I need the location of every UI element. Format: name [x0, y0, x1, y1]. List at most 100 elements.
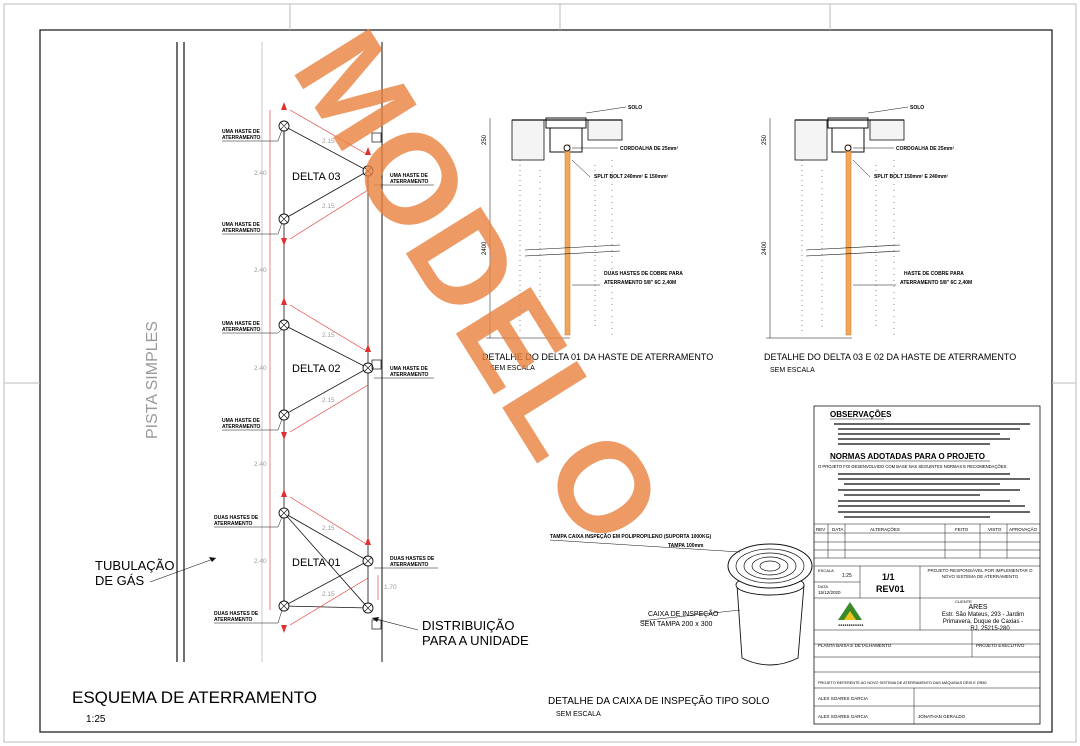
- d1-split-bolt: SPLIT BOLT 240mm² E 150mm²: [594, 174, 668, 180]
- cliente-label: CLIENTE: [955, 599, 972, 604]
- dimension-marks: [269, 109, 379, 626]
- d1-cordoalha: CORDOALHA DE 25mm²: [620, 146, 678, 152]
- rod-label-h1: UMA HASTE DE: [390, 366, 429, 372]
- dim-215-c: 2.15: [322, 332, 335, 339]
- gas-pipe-label-1: TUBULAÇÃO: [95, 558, 174, 573]
- delta-02-label: DELTA 02: [292, 363, 341, 375]
- rod-label-i2: ATERRAMENTO: [390, 562, 429, 568]
- d2-cordoalha: CORDOALHA DE 25mm²: [896, 146, 954, 152]
- rod-label-f1: DUAS HASTES DE: [214, 611, 259, 617]
- h-alt: ALTERAÇÕES: [870, 526, 900, 532]
- gas-pipe-label-2: DE GÁS: [95, 573, 144, 588]
- data-label: DATA: [818, 584, 828, 589]
- rod-label-e1: DUAS HASTES DE: [214, 515, 259, 521]
- road-label: PISTA SIMPLES: [144, 321, 161, 439]
- dim-215-a: 2.15: [322, 138, 335, 145]
- dim-215-e: 2.15: [322, 525, 335, 532]
- d2-solo: SOLO: [910, 105, 924, 111]
- h-visto: VISTO: [988, 527, 1002, 532]
- d2-hastes-1: HASTE DE COBRE PARA: [904, 271, 964, 277]
- drawing-detail: PROJETO REFERENTE AO NOVO SISTEMA DE ATE…: [818, 681, 987, 685]
- d1-sub: SEM ESCALA: [490, 365, 535, 372]
- normas-intro: O PROJETO FOI DESENVOLVIDO COM BASE NAS …: [818, 464, 1007, 469]
- dim-170: 1.70: [384, 584, 397, 591]
- rod-label-g2: ATERRAMENTO: [390, 179, 429, 185]
- rod-label-c1: UMA HASTE DE: [222, 321, 261, 327]
- inner-border: [39, 29, 1053, 733]
- box-caixa-1: CAIXA DE INSPEÇÃO: [648, 609, 719, 618]
- rod-label-e2: ATERRAMENTO: [214, 521, 253, 527]
- responsible-note: PROJETO RESPONSÁVEL POR IMPLEMENTAR O NO…: [927, 568, 1033, 579]
- data-value: 15/12/2020: [818, 590, 841, 595]
- revision-number: REV01: [876, 584, 905, 594]
- d1-solo: SOLO: [628, 105, 642, 111]
- rod-label-d2: ATERRAMENTO: [222, 424, 261, 430]
- delta-01-label: DELTA 01: [292, 557, 341, 569]
- sheet-number: 1/1: [882, 572, 895, 582]
- rod-label-a2: ATERRAMENTO: [222, 135, 261, 141]
- normas-title: NORMAS ADOTADAS PARA O PROJETO: [830, 452, 985, 461]
- drawn-by: ALEX SOARES GARCIA: [818, 714, 868, 719]
- escala-label: ESCALA: [818, 568, 834, 573]
- rod-label-b1: UMA HASTE DE: [222, 222, 261, 228]
- plan-title: ESQUEMA DE ATERRAMENTO: [72, 688, 317, 707]
- client-addr-1: Estr. São Mateus, 293 - Jardim: [942, 612, 1024, 618]
- rod-label-c2: ATERRAMENTO: [222, 327, 261, 333]
- box-tampa-2: TAMPA 100mm: [668, 543, 704, 549]
- h-aprov: APROVAÇÃO: [1009, 526, 1038, 532]
- d2-hastes-2: ATERRAMENTO 5/8" 6C 2,40M: [900, 280, 972, 286]
- d1-dim-len: 2400: [482, 241, 488, 255]
- svg-text:●●●●●●●●●●●●: ●●●●●●●●●●●●: [838, 623, 863, 627]
- rod-label-a1: UMA HASTE DE: [222, 129, 261, 135]
- dim-240-d: 2.40: [254, 461, 267, 468]
- rod-label-f2: ATERRAMENTO: [214, 617, 253, 623]
- dim-215-d: 2.15: [322, 397, 335, 404]
- rod-label-h2: ATERRAMENTO: [390, 372, 429, 378]
- d1-dim-top: 250: [482, 134, 488, 145]
- elaborated-by: ALEX SOARES GARCIA: [818, 696, 868, 701]
- client-addr-3: RJ, 25215-280: [970, 626, 1010, 632]
- delta-03-label: DELTA 03: [292, 171, 341, 183]
- notes-panel: OBSERVAÇÕES NORMAS ADOTADAS PARA O PROJE…: [813, 405, 1041, 725]
- client-addr-2: Primavera, Duque de Caxias -: [943, 619, 1023, 625]
- d2-split-bolt: SPLIT BOLT 150mm² E 240mm²: [874, 174, 948, 180]
- dim-240-c: 2.40: [254, 365, 267, 372]
- rod-label-b2: ATERRAMENTO: [222, 228, 261, 234]
- rod-label-i1: DUAS HASTES DE: [390, 556, 435, 562]
- drawing-type: PLANTA BAIXA E DETALHAMENTO: [818, 643, 892, 648]
- distribution-label-1: DISTRIBUIÇÃO: [422, 618, 514, 633]
- dim-215-f: 2.15: [322, 591, 335, 598]
- plan-scale: 1:25: [86, 714, 106, 725]
- client-name: ARES: [968, 604, 987, 611]
- d2-sub: SEM ESCALA: [770, 367, 815, 374]
- h-rev: REV: [816, 527, 825, 532]
- box-tampa: TAMPA CAIXA INSPEÇÃO EM POLIPROPILENO (S…: [550, 533, 711, 540]
- ground-rod-2: [845, 144, 852, 336]
- detail-delta-03-02: 250 2400 SOLO CORDOALHA DE 25mm² SPLIT B…: [762, 105, 1016, 374]
- checked-by: JONATHAN GERALDO: [918, 714, 966, 719]
- dim-240-b: 2.40: [254, 267, 267, 274]
- drawing-phase: PROJETO EXECUTIVO: [976, 643, 1025, 648]
- d1-hastes-2: ATERRAMENTO 5/8" 6C 2,40M: [604, 280, 676, 286]
- detail-delta-01: 250 2400 SOLO CORDOALHA DE 25mm² SPLIT B…: [482, 105, 713, 372]
- d2-dim-len: 2400: [762, 241, 768, 255]
- d1-caption: DETALHE DO DELTA 01 DA HASTE DE ATERRAME…: [482, 352, 713, 362]
- rod-label-g1: UMA HASTE DE: [390, 173, 429, 179]
- escala-value: 1:25: [842, 573, 852, 579]
- distribution-label-2: PARA A UNIDADE: [422, 633, 529, 648]
- obs-title: OBSERVAÇÕES: [830, 410, 892, 419]
- outer-border: [3, 3, 1077, 743]
- modelo-watermark: MODELO: [266, 7, 691, 569]
- d2-caption: DETALHE DO DELTA 03 E 02 DA HASTE DE ATE…: [764, 352, 1016, 362]
- dim-215-b: 2.15: [322, 203, 335, 210]
- grounding-plan: PISTA SIMPLES: [72, 42, 529, 725]
- box-caixa-2: SEM TAMPA 200 x 300: [640, 621, 712, 628]
- box-sub: SEM ESCALA: [556, 711, 601, 718]
- dim-240-e: 2.40: [254, 558, 267, 565]
- h-feito: FEITO: [955, 527, 969, 532]
- dim-240-a: 2.40: [254, 170, 267, 177]
- rod-label-d1: UMA HASTE DE: [222, 418, 261, 424]
- inspection-box-detail: TAMPA CAIXA INSPEÇÃO EM POLIPROPILENO (S…: [548, 533, 813, 718]
- box-caption: DETALHE DA CAIXA DE INSPEÇÃO TIPO SOLO: [548, 694, 770, 707]
